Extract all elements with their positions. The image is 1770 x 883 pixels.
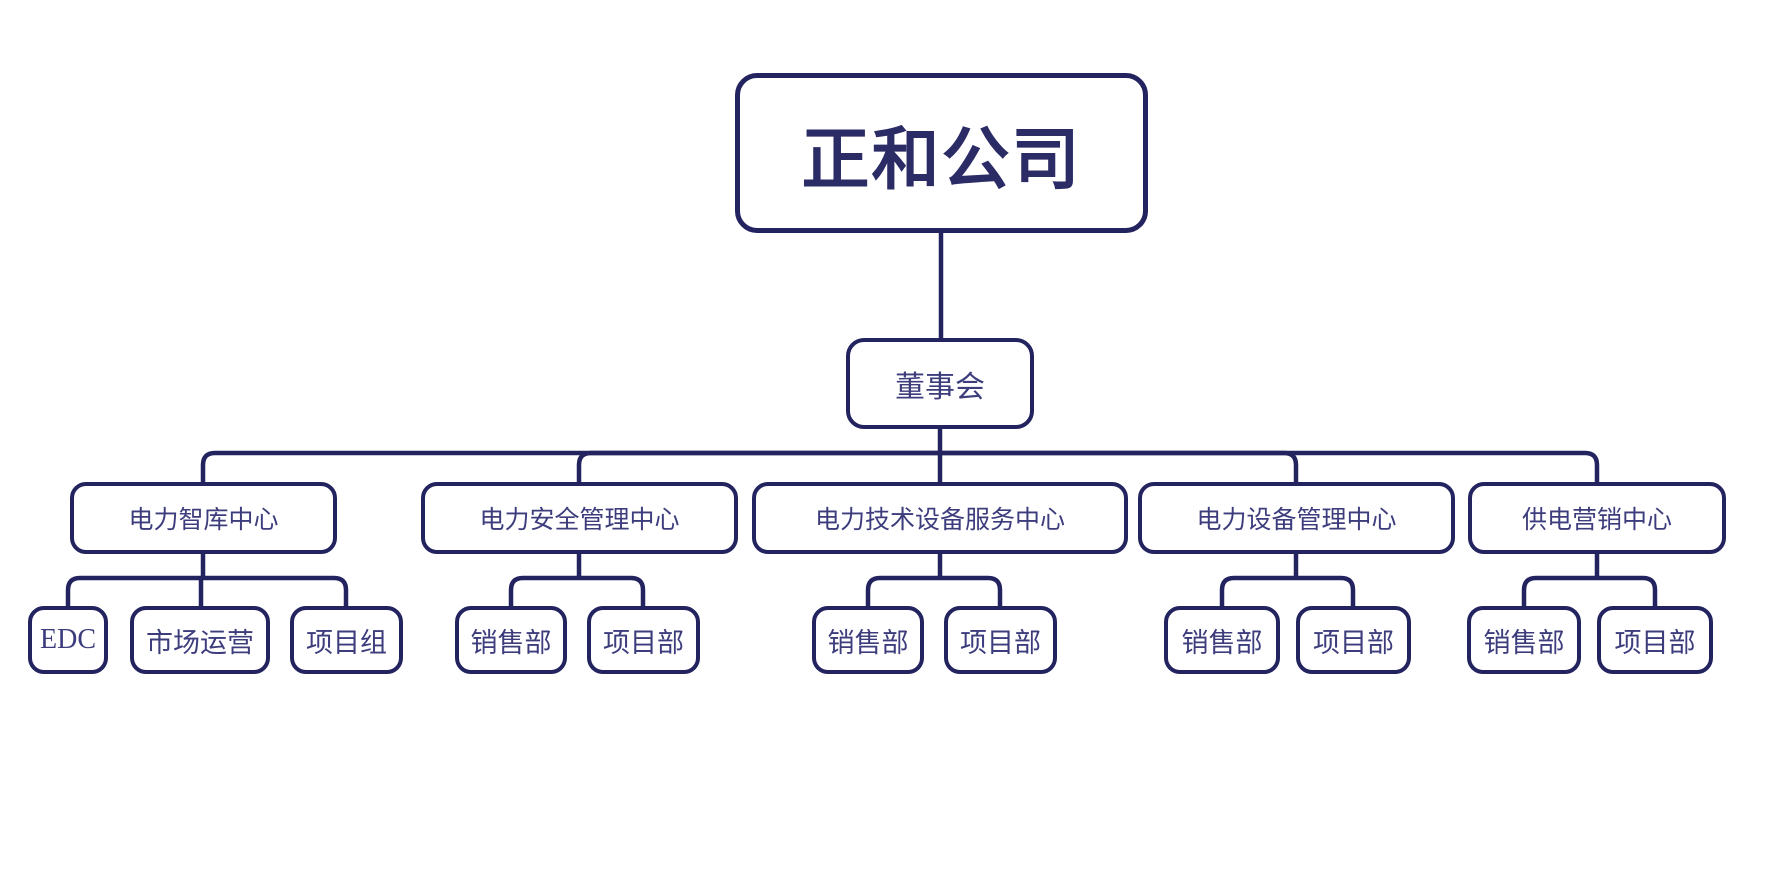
dept-node-5-1[interactable]: 销售部 (1467, 606, 1581, 674)
dept-node-1-3[interactable]: 项目组 (290, 606, 403, 674)
dept-label-1-1: EDC (40, 624, 96, 655)
dept-node-1-1[interactable]: EDC (28, 606, 108, 674)
center-label-2: 电力安全管理中心 (479, 506, 680, 534)
dept-label-5-1: 销售部 (1483, 627, 1565, 658)
board-node[interactable]: 董事会 (846, 338, 1034, 429)
dept-label-2-1: 销售部 (470, 627, 552, 658)
center-label-3: 电力技术设备服务中心 (814, 506, 1065, 534)
company-root-label: 正和公司 (801, 121, 1082, 198)
dept-label-3-1: 销售部 (827, 627, 909, 658)
dept-node-3-2[interactable]: 项目部 (944, 606, 1057, 674)
dept-node-4-2[interactable]: 项目部 (1296, 606, 1411, 674)
dept-node-1-2[interactable]: 市场运营 (130, 606, 270, 674)
center-node-1[interactable]: 电力智库中心 (70, 482, 337, 554)
center-node-5[interactable]: 供电营销中心 (1468, 482, 1726, 554)
center-label-4: 电力设备管理中心 (1196, 506, 1397, 534)
dept-label-3-2: 项目部 (960, 627, 1041, 658)
dept-label-4-1: 销售部 (1181, 627, 1263, 658)
dept-node-2-2[interactable]: 项目部 (587, 606, 700, 674)
center-label-5: 供电营销中心 (1521, 506, 1672, 534)
center-label-1: 电力智库中心 (128, 506, 279, 534)
dept-label-1-2: 市场运营 (146, 627, 254, 658)
dept-label-5-2: 项目部 (1614, 627, 1696, 658)
dept-label-4-2: 项目部 (1313, 627, 1394, 658)
dept-label-1-3: 项目组 (306, 627, 387, 658)
dept-node-4-1[interactable]: 销售部 (1164, 606, 1280, 674)
board-label: 董事会 (895, 370, 985, 404)
company-root-node[interactable]: 正和公司 (735, 73, 1148, 233)
dept-node-5-2[interactable]: 项目部 (1597, 606, 1713, 674)
center-node-4[interactable]: 电力设备管理中心 (1138, 482, 1455, 554)
dept-label-2-2: 项目部 (603, 627, 684, 658)
dept-node-2-1[interactable]: 销售部 (455, 606, 567, 674)
center-node-3[interactable]: 电力技术设备服务中心 (752, 482, 1128, 554)
dept-node-3-1[interactable]: 销售部 (812, 606, 924, 674)
center-node-2[interactable]: 电力安全管理中心 (421, 482, 738, 554)
